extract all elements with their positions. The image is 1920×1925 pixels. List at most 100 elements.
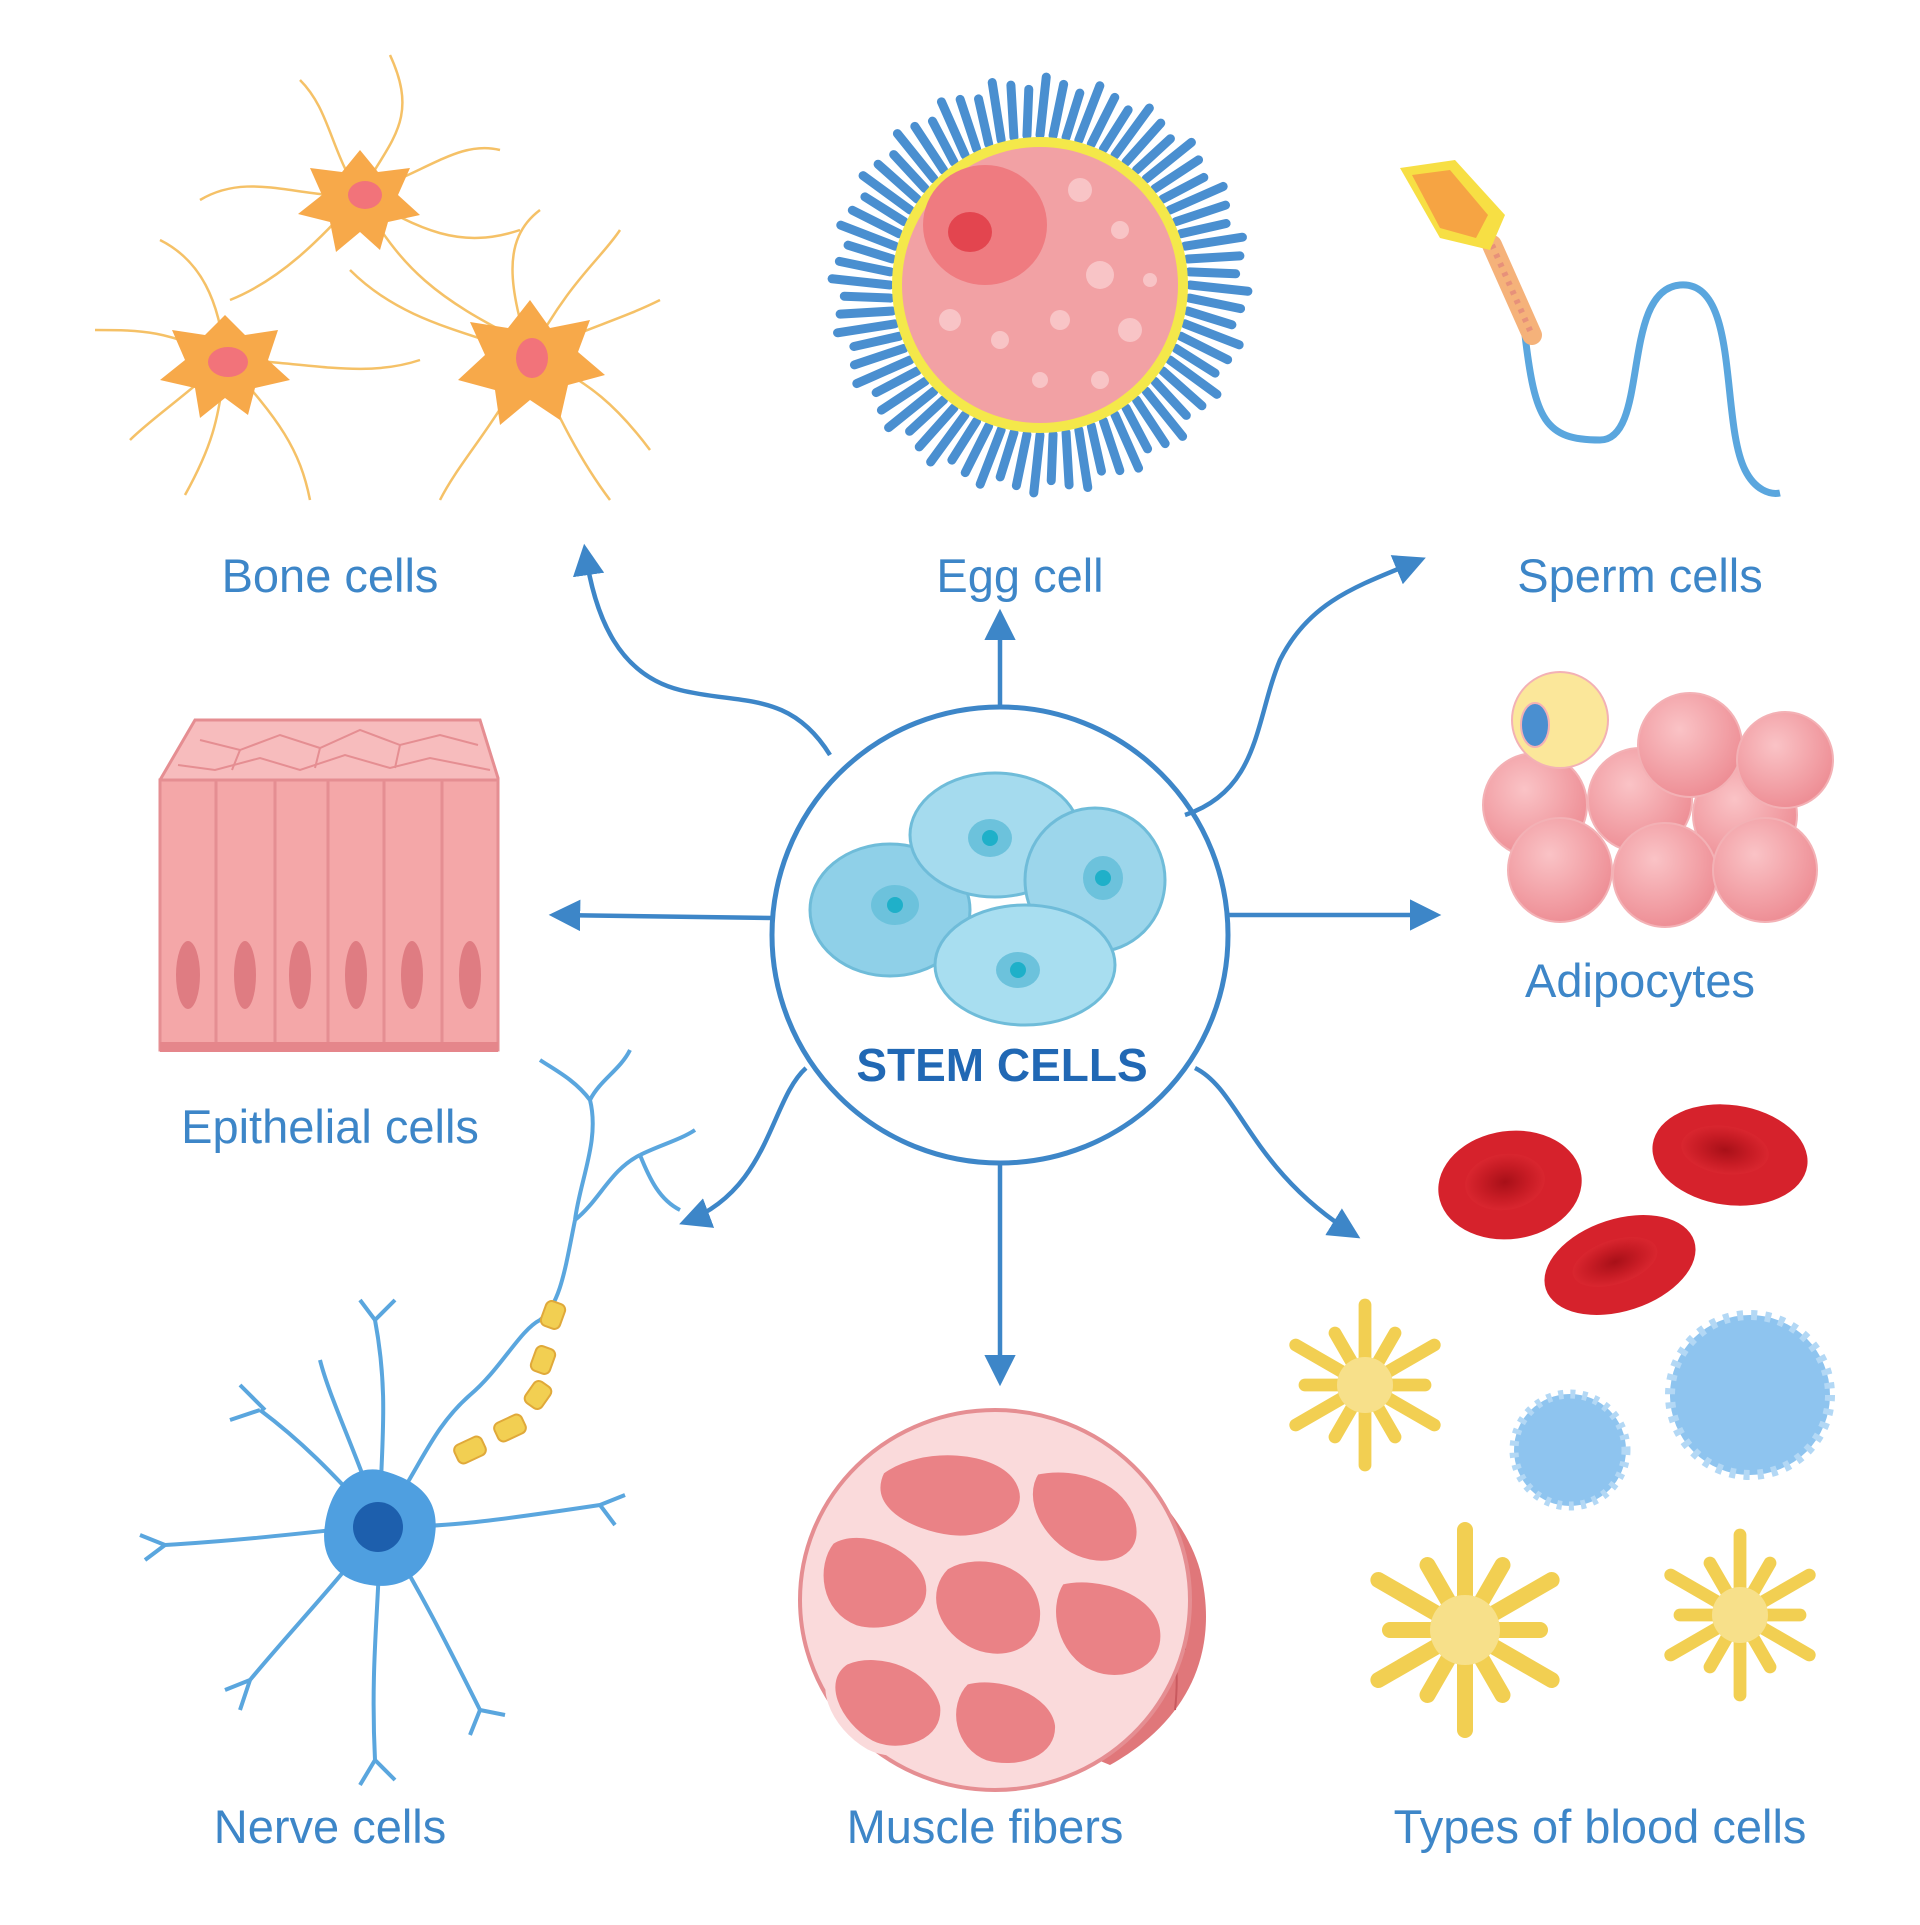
egg-fringe-ray <box>833 319 900 338</box>
egg-fringe-ray <box>1098 105 1133 154</box>
label-adipocytes: Adipocytes <box>1525 954 1755 1007</box>
egg-fringe-ray <box>860 192 909 227</box>
egg-fringe-ray <box>889 150 930 194</box>
egg-fringe-ray <box>871 366 922 398</box>
label-epithelial-cells: Epithelial cells <box>181 1100 479 1153</box>
egg-fringe-ray <box>1121 403 1153 454</box>
bone-cells-icon <box>94 54 661 501</box>
stem-cells-cluster-icon <box>808 771 1167 1027</box>
egg-fringe-ray <box>843 240 897 264</box>
egg-fringe-ray <box>960 421 994 478</box>
adipocytes-icon <box>1482 671 1834 928</box>
egg-fringe-ray <box>1141 386 1188 441</box>
egg-fringe-ray <box>936 97 970 160</box>
egg-fringe-ray <box>852 355 915 389</box>
egg-fringe-ray <box>1183 251 1245 264</box>
egg-fringe-ray <box>1086 92 1120 149</box>
egg-fringe-ray <box>1180 232 1247 251</box>
egg-fringe-ray <box>858 171 915 215</box>
egg-fringe-ray <box>1176 331 1233 365</box>
egg-fringe-ray <box>839 291 896 303</box>
label-blood-cells: Types of blood cells <box>1393 1800 1807 1853</box>
blood-cells-icon <box>1289 1104 1835 1738</box>
egg-fringe-ray <box>884 386 939 433</box>
platelets <box>1289 1298 1816 1738</box>
egg-fringe-ray <box>847 205 904 239</box>
egg-fringe-ray <box>974 94 994 149</box>
egg-fringe-ray <box>927 116 959 167</box>
egg-fringe-ray <box>835 306 897 319</box>
egg-fringe-ray <box>1110 103 1154 160</box>
egg-fringe-ray <box>1184 267 1241 279</box>
egg-fringe-ray <box>1074 425 1093 492</box>
egg-fringe-ray <box>1180 319 1244 350</box>
arrow-bone <box>572 543 832 757</box>
egg-fringe-ray <box>1184 293 1246 314</box>
white-blood-cells <box>1509 1310 1835 1511</box>
label-nerve-cells: Nerve cells <box>213 1800 447 1853</box>
egg-fringe-ray <box>1165 355 1222 399</box>
label-egg-cell: Egg cell <box>936 549 1104 602</box>
egg-fringe-ray <box>1121 118 1166 167</box>
egg-fringe-ray <box>1176 219 1231 239</box>
stem-cells-hub <box>769 704 1231 1166</box>
egg-fringe-ray <box>975 425 1006 489</box>
egg-fringe-ray <box>1131 134 1175 175</box>
egg-fringe-ray <box>914 403 959 452</box>
egg-fringe-ray <box>955 94 982 154</box>
egg-fringe-ray <box>1048 79 1069 141</box>
differentiation-arrows <box>548 543 1442 1387</box>
sperm-cell-icon <box>1400 160 1781 497</box>
egg-fringe-ray <box>836 220 900 251</box>
egg-fringe-ray <box>1022 84 1034 141</box>
platelet <box>1664 1528 1816 1702</box>
egg-fringe-ray <box>1171 343 1220 378</box>
egg-fringe-ray <box>849 343 909 370</box>
egg-fringe-ray <box>1006 80 1019 142</box>
egg-cell-icon <box>827 72 1253 498</box>
egg-fringe-ray <box>995 428 1019 482</box>
egg-fringe-ray <box>905 395 949 436</box>
egg-fringe-ray <box>1171 200 1231 227</box>
egg-fringe-ray <box>910 121 949 175</box>
egg-fringe-ray <box>1131 395 1170 449</box>
arrow-sperm <box>1184 555 1426 818</box>
egg-fringe-ray <box>873 159 922 204</box>
egg-fringe-ray <box>1150 155 1204 194</box>
platelet <box>1289 1298 1441 1472</box>
arrow-nerve <box>679 1066 808 1228</box>
egg-fringe-ray <box>834 256 896 277</box>
egg-fringe-ray <box>892 129 939 184</box>
egg-fringe-ray <box>1011 429 1032 491</box>
egg-fringe-ray <box>1183 306 1237 330</box>
egg-fringe-ray <box>1061 428 1074 490</box>
egg-fringe-ray <box>1046 429 1058 486</box>
egg-fringe-ray <box>1150 376 1191 420</box>
egg-fringe-ray <box>1098 416 1125 476</box>
egg-fringe-ray <box>1141 137 1196 184</box>
egg-fringe-ray <box>1035 72 1051 140</box>
muscle-fibers-icon <box>798 1408 1206 1792</box>
label-sperm-cells: Sperm cells <box>1517 549 1763 602</box>
egg-fringe-ray <box>1086 421 1106 476</box>
egg-fringe-ray <box>1029 430 1045 498</box>
egg-fringe-ray <box>987 78 1006 145</box>
arrow-blood <box>1193 1065 1361 1239</box>
egg-fringe-ray <box>1061 88 1085 142</box>
egg-fringe-ray <box>926 410 970 467</box>
epithelial-cells-icon <box>158 718 500 1052</box>
egg-fringe-ray <box>876 376 930 415</box>
label-bone-cells: Bone cells <box>221 549 439 602</box>
egg-fringe-ray <box>827 274 895 290</box>
egg-fringe-ray <box>1158 366 1207 411</box>
center-title: STEM CELLS <box>856 1039 1148 1091</box>
egg-fringe-ray <box>1074 81 1105 145</box>
label-muscle-fibers: Muscle fibers <box>846 1800 1124 1853</box>
egg-fringe-ray <box>849 331 904 351</box>
egg-fringe-ray <box>1185 280 1253 296</box>
egg-fringe-ray <box>1158 172 1209 204</box>
platelet <box>1370 1522 1560 1738</box>
nerve-cell-icon <box>139 1049 697 1787</box>
